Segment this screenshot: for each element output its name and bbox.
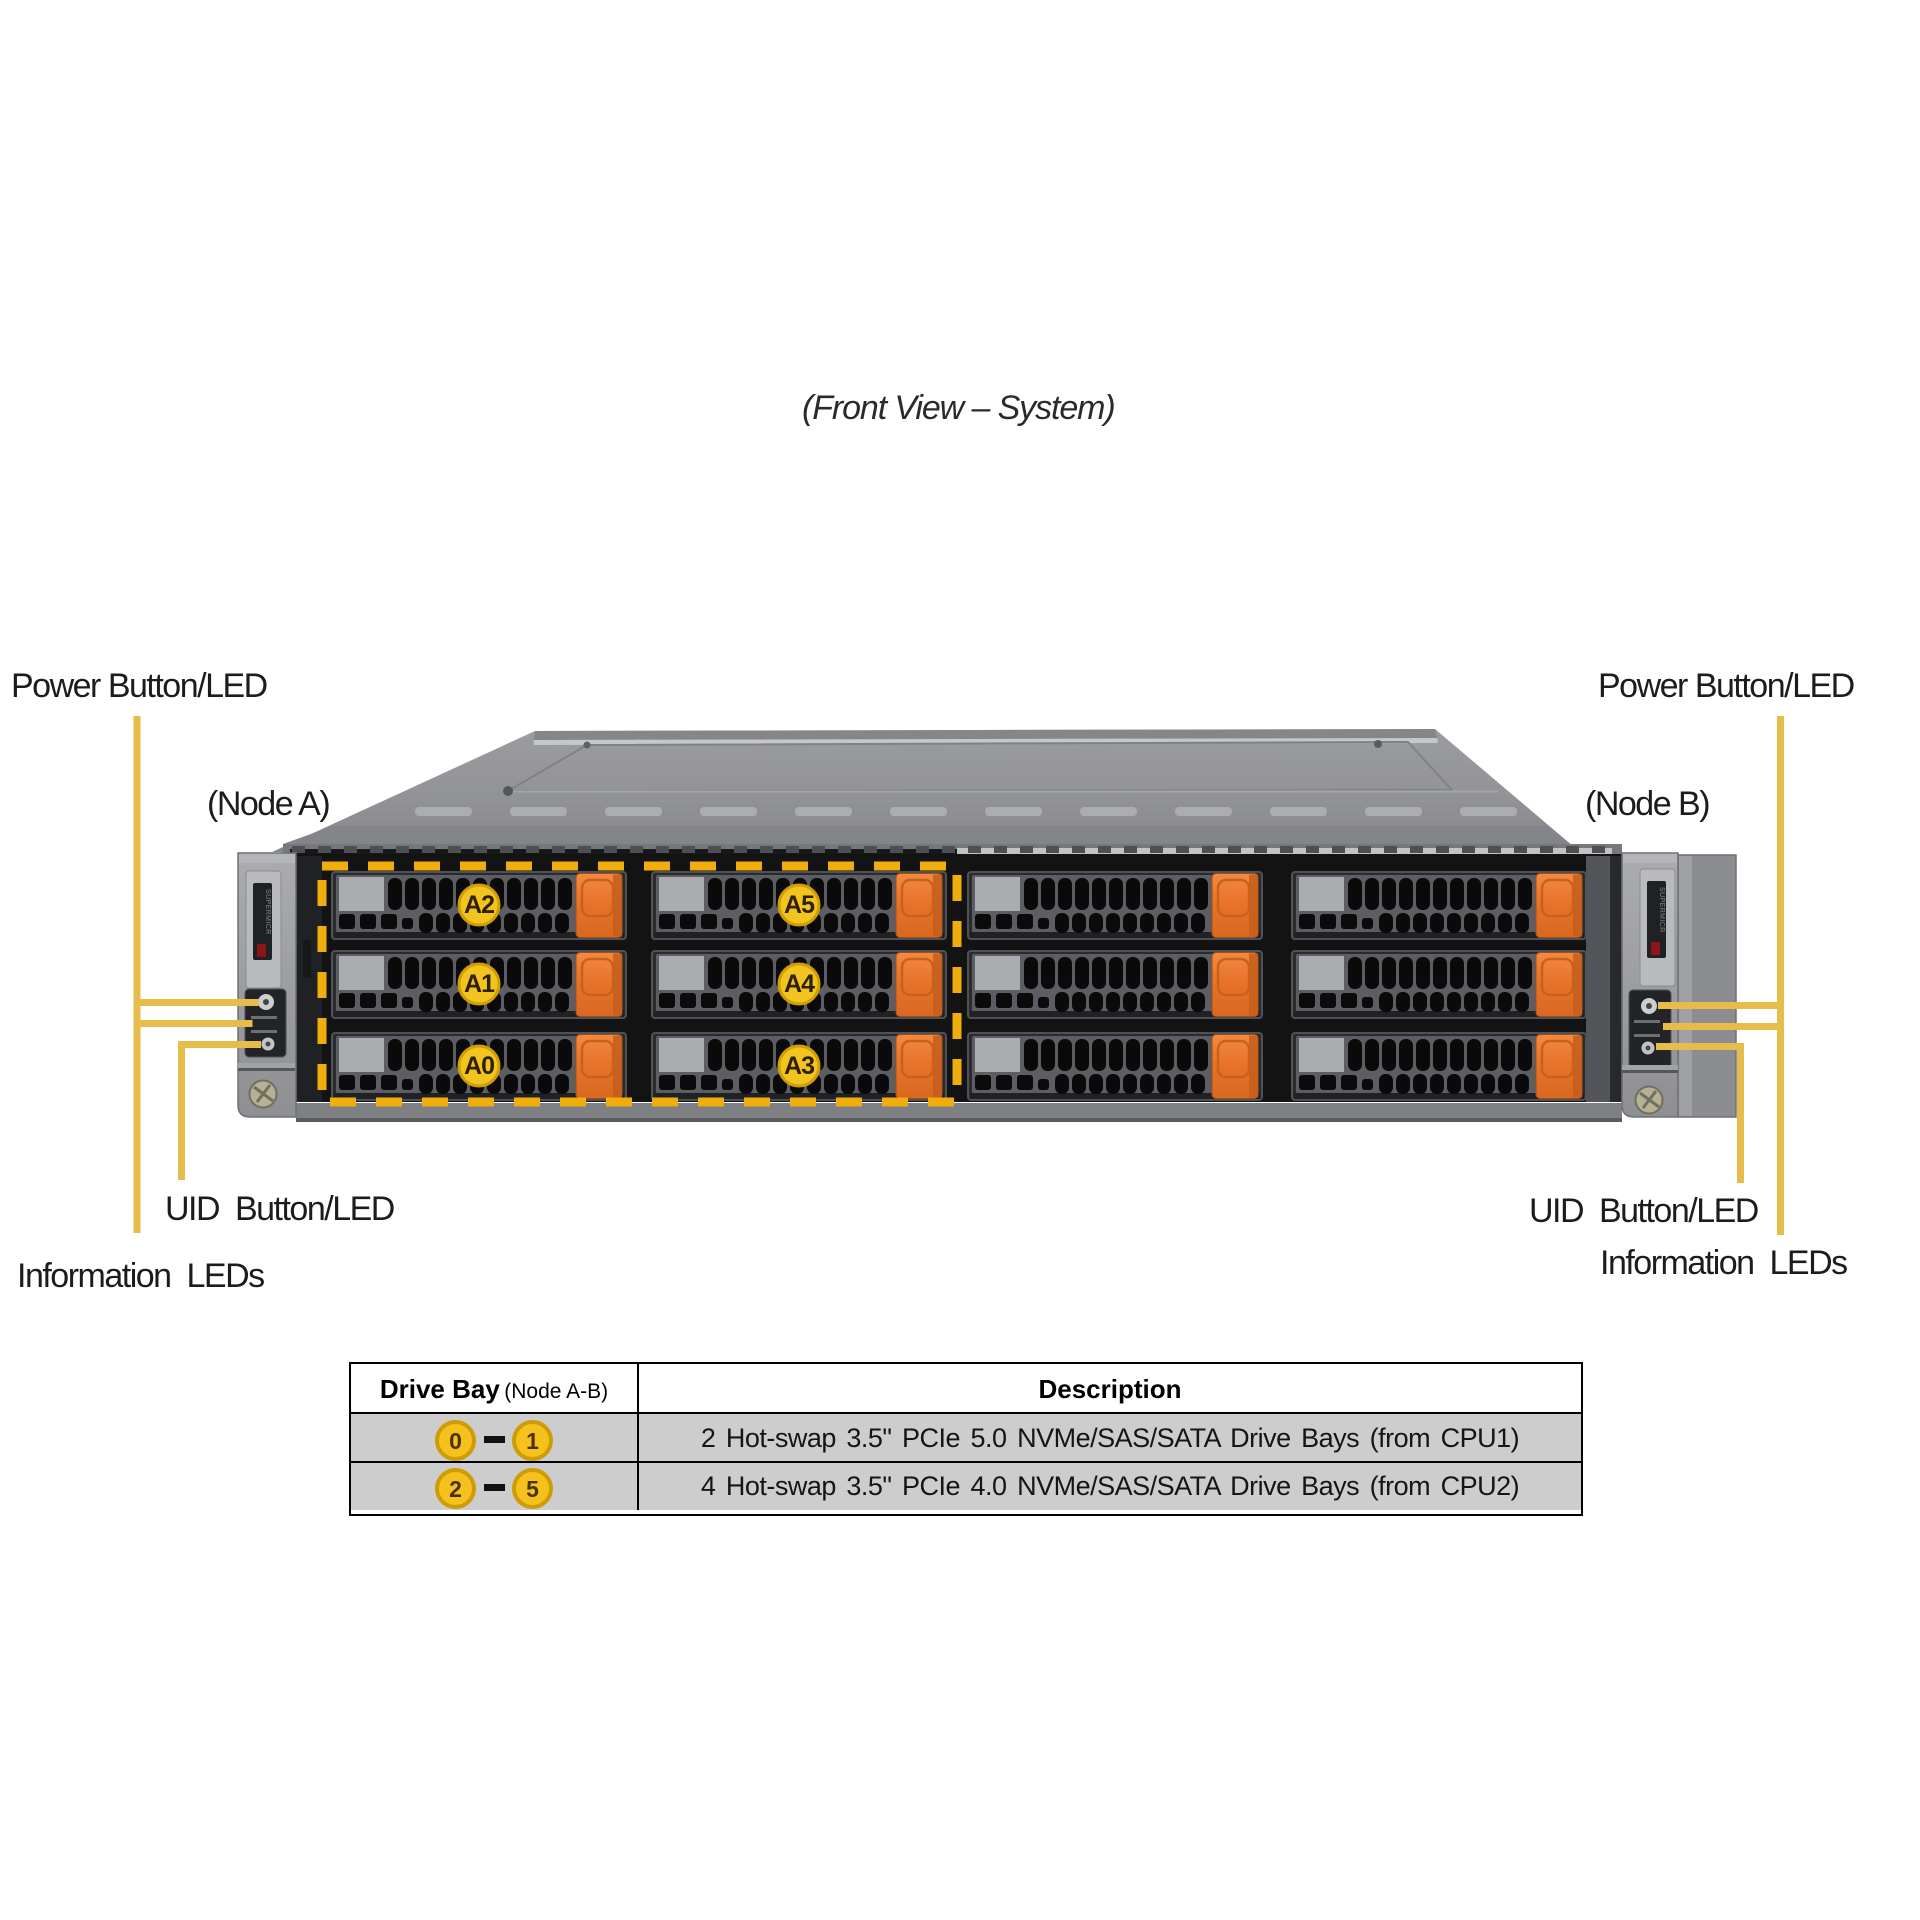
svg-text:SUPERMICR: SUPERMICR [264,889,271,935]
svg-text:A5: A5 [784,891,815,919]
svg-text:A3: A3 [784,1052,814,1080]
svg-text:A1: A1 [464,970,495,998]
svg-text:SUPERMICR: SUPERMICR [1658,887,1665,933]
svg-text:A4: A4 [784,970,815,998]
svg-text:A0: A0 [464,1052,494,1080]
svg-text:A2: A2 [464,891,494,919]
